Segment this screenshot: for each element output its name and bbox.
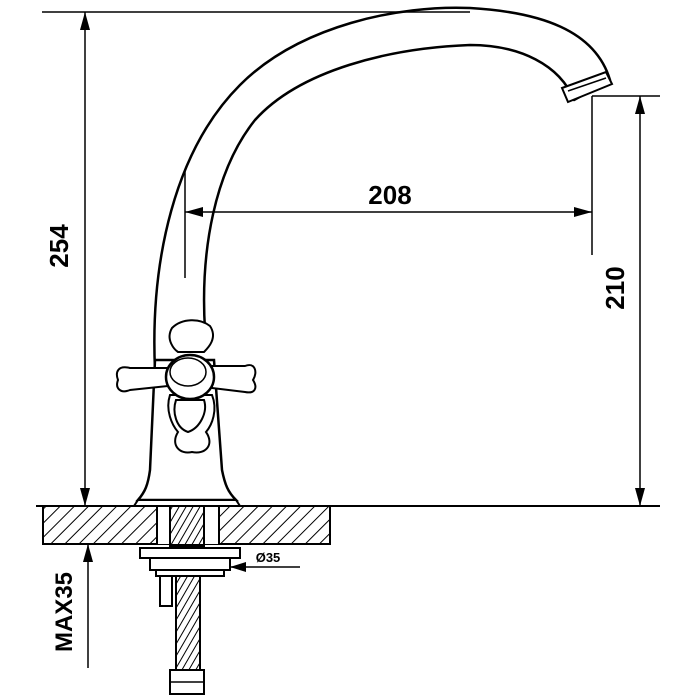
cross-handle-icon <box>115 319 257 454</box>
dimension-label-max35: MAX35 <box>51 572 78 652</box>
faucet-spout <box>153 6 614 371</box>
dimension-spout-height: 210 <box>592 95 660 506</box>
dimension-max-thickness: MAX35 <box>51 544 93 668</box>
dimension-label-254: 254 <box>44 224 74 268</box>
countertop <box>36 505 660 545</box>
dimension-label-208: 208 <box>368 180 411 210</box>
dimension-spout-reach: 208 <box>184 96 593 278</box>
mounting-hardware <box>139 505 241 695</box>
dimension-total-height: 254 <box>42 11 470 506</box>
dimension-hole-diameter: Ø35 <box>230 550 300 572</box>
dimension-label-210: 210 <box>600 266 630 309</box>
dimension-label-diameter: Ø35 <box>256 550 281 565</box>
